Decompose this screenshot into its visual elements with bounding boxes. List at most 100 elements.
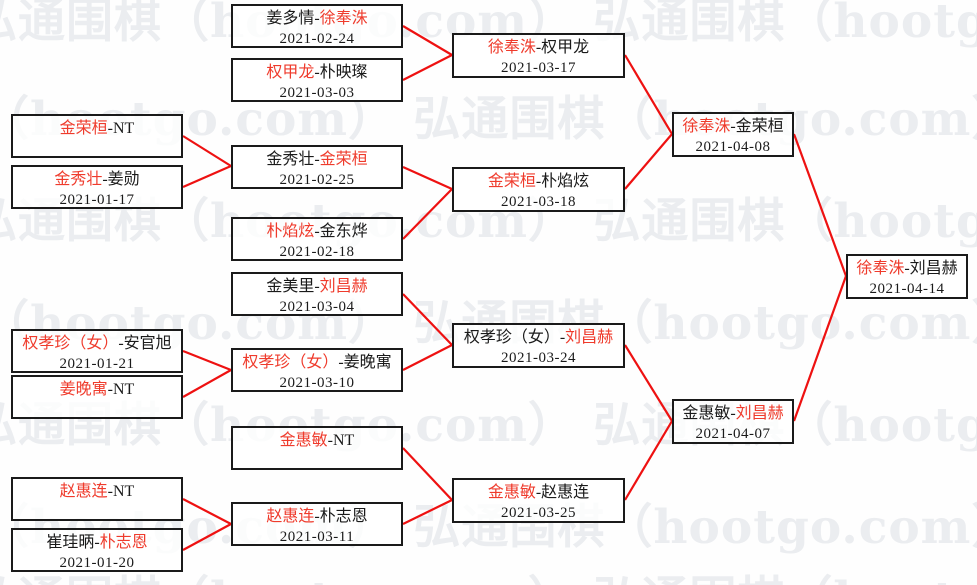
- connector-line: [182, 498, 232, 525]
- player-name: 徐奉洙: [682, 118, 731, 135]
- match-date: 2021-02-24: [279, 31, 355, 47]
- player-name: 赵惠连: [59, 483, 108, 500]
- player-name: 金东烨: [319, 223, 368, 240]
- match-box[interactable]: 徐奉洙-金荣桓 2021-04-08: [672, 112, 794, 157]
- match-players: 徐奉洙-金荣桓: [682, 116, 783, 137]
- player-name: 刘昌赫: [319, 278, 368, 295]
- match-box[interactable]: 金秀壮-姜勋 2021-01-17: [11, 165, 183, 209]
- match-players: 金荣桓-NT: [60, 118, 135, 139]
- player-name: 金秀壮: [54, 171, 103, 188]
- player-name: 刘昌赫: [735, 405, 784, 422]
- match-box[interactable]: 姜多情-徐奉洙 2021-02-24: [231, 4, 403, 48]
- match-box[interactable]: 赵惠连-NT: [11, 477, 183, 521]
- player-separator: -: [314, 64, 320, 81]
- match-box[interactable]: 权孝珍（女）-刘昌赫 2021-03-24: [452, 323, 625, 368]
- connector-line: [624, 344, 673, 422]
- match-date: 2021-04-08: [695, 139, 771, 155]
- player-name: 徐奉洙: [319, 10, 368, 27]
- match-players: 金惠敏-NT: [280, 430, 355, 451]
- match-date: 2021-03-03: [279, 85, 355, 101]
- connector-line: [182, 369, 232, 398]
- player-name: 徐奉洙: [487, 39, 536, 56]
- player-name: 赵惠连: [541, 484, 590, 501]
- player-name: 金美里: [266, 278, 315, 295]
- match-players: 金秀壮-姜勋: [54, 169, 139, 190]
- player-name: NT: [113, 120, 135, 137]
- match-date: 2021-01-17: [59, 192, 135, 208]
- player-separator: -: [730, 118, 736, 135]
- connector-line: [402, 188, 453, 240]
- player-name: 刘昌赫: [565, 329, 614, 346]
- player-separator: -: [314, 278, 320, 295]
- player-name: 金荣桓: [59, 120, 108, 137]
- player-separator: -: [314, 223, 320, 240]
- player-separator: -: [327, 432, 333, 449]
- player-separator: -: [107, 120, 113, 137]
- player-separator: -: [94, 534, 100, 551]
- match-box[interactable]: 金惠敏-刘昌赫 2021-04-07: [672, 399, 794, 444]
- match-box[interactable]: 权甲龙-朴映璨 2021-03-03: [231, 58, 403, 102]
- player-name: 朴志恩: [99, 534, 148, 551]
- match-date: 2021-01-20: [59, 555, 135, 571]
- match-date: 2021-04-07: [695, 426, 771, 442]
- connector-line: [792, 275, 848, 422]
- connector-line: [402, 344, 453, 371]
- player-name: 姜勋: [107, 171, 140, 188]
- player-name: 金惠敏: [279, 432, 328, 449]
- match-box[interactable]: 崔珪昞-朴志恩 2021-01-20: [11, 528, 183, 572]
- player-name: 姜多情: [266, 10, 315, 27]
- player-separator: -: [535, 484, 542, 501]
- player-separator: -: [107, 381, 113, 398]
- match-players: 金惠敏-刘昌赫: [682, 403, 783, 424]
- player-separator: -: [338, 354, 344, 371]
- match-box[interactable]: 金惠敏-NT: [231, 426, 403, 470]
- match-players: 姜晚寓-NT: [60, 379, 135, 400]
- player-name: NT: [113, 381, 135, 398]
- player-separator: -: [730, 405, 736, 422]
- match-date: 2021-03-25: [501, 505, 576, 521]
- player-separator: -: [314, 10, 320, 27]
- player-name: 朴志恩: [319, 508, 368, 525]
- player-separator: -: [107, 483, 113, 500]
- player-name: 朴焰炫: [541, 173, 590, 190]
- match-players: 徐奉洙-刘昌赫: [856, 258, 957, 279]
- player-name: 赵惠连: [266, 508, 315, 525]
- match-box[interactable]: 姜晚寓-NT: [11, 375, 183, 419]
- player-name: 姜晚寓: [343, 354, 392, 371]
- player-name: 权甲龙: [541, 39, 590, 56]
- connector-line: [624, 133, 673, 190]
- match-players: 权甲龙-朴映璨: [266, 62, 367, 83]
- match-date: 2021-02-25: [279, 172, 355, 188]
- player-separator: -: [904, 260, 910, 277]
- connector-line: [182, 135, 232, 167]
- player-name: 金荣桓: [735, 118, 784, 135]
- match-players: 崔珪昞-朴志恩: [46, 532, 147, 553]
- player-separator: -: [102, 171, 108, 188]
- connector-line: [624, 54, 673, 135]
- match-date: 2021-03-24: [501, 350, 576, 366]
- match-date: 2021-03-17: [501, 60, 576, 76]
- player-name: 金秀壮: [266, 151, 315, 168]
- player-separator: -: [535, 173, 542, 190]
- player-name: 金荣桓: [319, 151, 368, 168]
- match-date: 2021-03-10: [279, 375, 355, 391]
- connector-line: [402, 499, 453, 525]
- match-box[interactable]: 金荣桓-NT: [11, 114, 183, 158]
- player-name: 崔珪昞: [46, 534, 95, 551]
- player-name: 权孝珍（女）: [463, 329, 560, 346]
- player-separator: -: [118, 335, 124, 352]
- match-date: 2021-01-21: [59, 356, 135, 372]
- player-separator: -: [559, 329, 566, 346]
